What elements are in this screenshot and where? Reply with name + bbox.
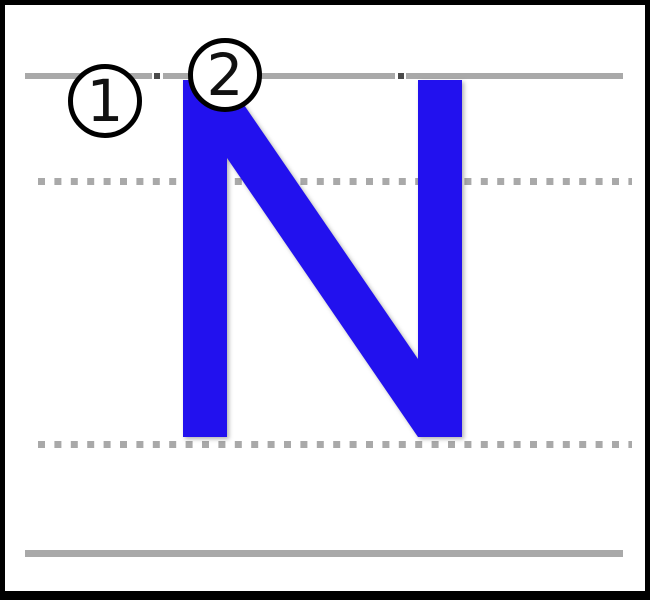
- frame-top-edge: [0, 0, 650, 5]
- frame-left-edge: [0, 0, 5, 600]
- stroke-start-tick: [398, 73, 404, 79]
- top-writing-line-segment: [406, 73, 623, 79]
- badge-number: 1: [87, 67, 124, 135]
- badge-number: 2: [207, 41, 244, 109]
- letter-n-diagonal: [227, 80, 418, 437]
- letter-n-right-stem: [418, 80, 462, 437]
- bottom-writing-line: [25, 550, 623, 557]
- letter-n-left-stem: [183, 80, 227, 437]
- stroke-order-badge-2: 2: [188, 38, 262, 112]
- top-writing-line-segment: [163, 73, 395, 79]
- badge-circle: [68, 64, 142, 138]
- frame-right-edge: [645, 0, 650, 600]
- badge-circle: [188, 38, 262, 112]
- stroke-order-badge-1: 1: [68, 64, 142, 138]
- letter-n: [183, 80, 462, 437]
- frame-bottom-edge: [0, 591, 650, 600]
- stroke-start-tick: [154, 73, 160, 79]
- writing-guide-lines: [25, 73, 632, 557]
